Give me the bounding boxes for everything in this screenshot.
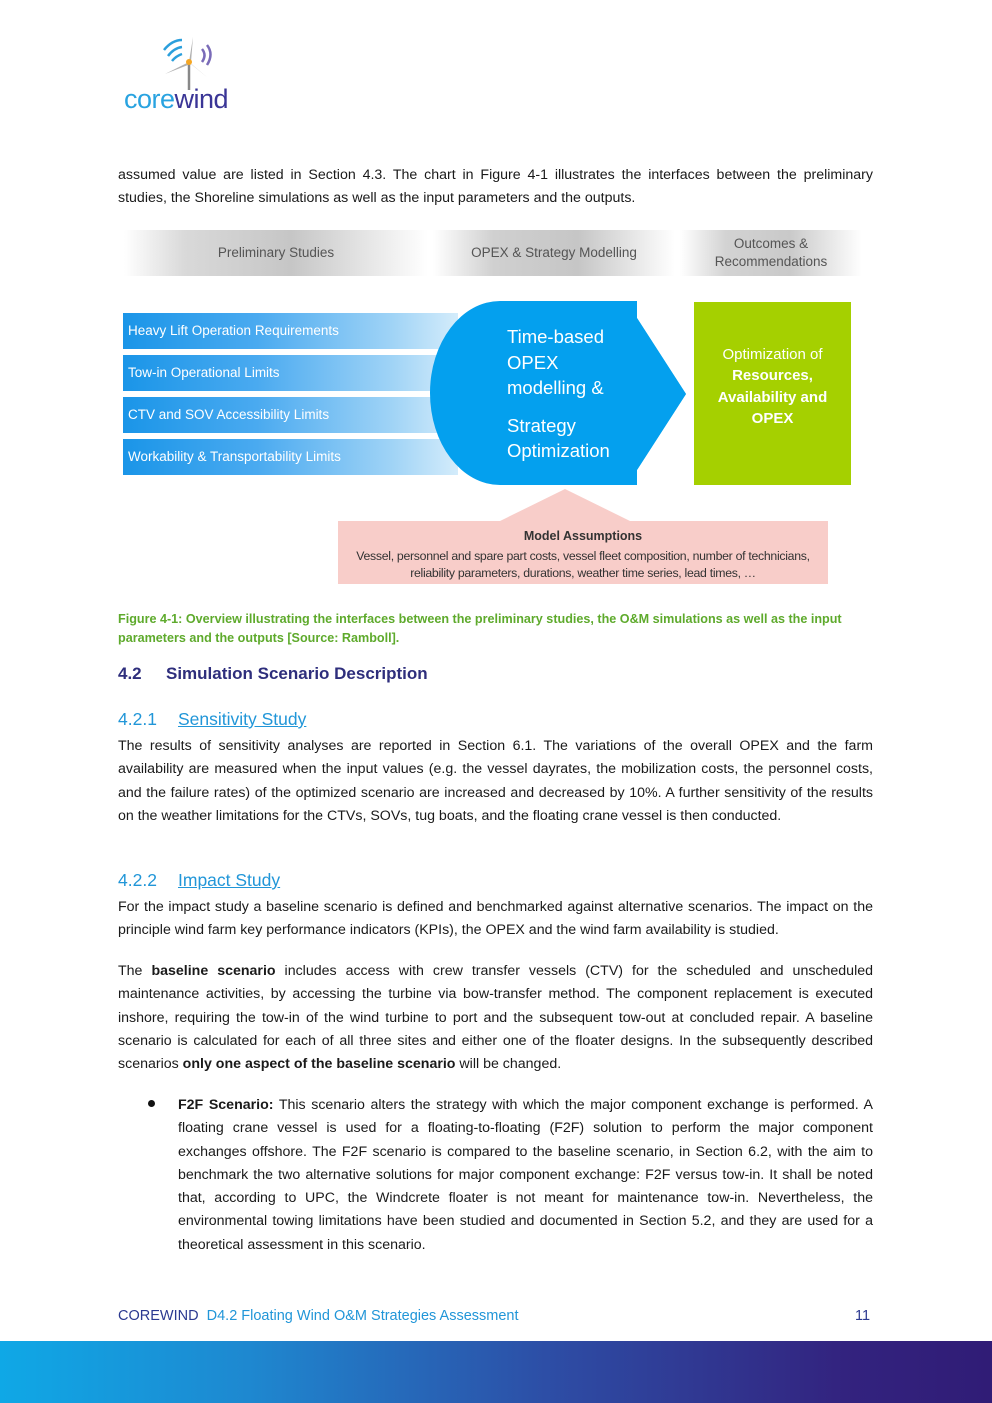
- model-assumptions-title: Model Assumptions: [523, 529, 643, 543]
- input-bar-ctv-sov: CTV and SOV Accessibility Limits: [123, 397, 458, 433]
- footer-document-title: COREWIND D4.2 Floating Wind O&M Strategi…: [118, 1308, 519, 1324]
- input-bar-tow-in: Tow-in Operational Limits: [123, 355, 458, 391]
- sensitivity-study-link[interactable]: Sensitivity Study: [178, 709, 307, 729]
- model-assumptions-body: Vessel, personnel and spare part costs, …: [356, 549, 810, 580]
- bullet-icon: [148, 1100, 155, 1107]
- figure-caption: Figure 4-1: Overview illustrating the in…: [118, 612, 842, 645]
- input-bar-workability: Workability & Transportability Limits: [123, 439, 458, 475]
- input-bar-heavy-lift: Heavy Lift Operation Requirements: [123, 313, 458, 349]
- sensitivity-paragraph: The results of sensitivity analyses are …: [118, 738, 873, 824]
- intro-paragraph: assumed value are listed in Section 4.3.…: [118, 167, 873, 207]
- outcome-box: Optimization of Resources, Availability …: [694, 302, 851, 485]
- opex-modelling-text: Time-based OPEX modelling & Strategy Opt…: [507, 326, 610, 461]
- up-arrow-icon: [500, 489, 630, 523]
- f2f-scenario-item: F2F Scenario: This scenario alters the s…: [178, 1097, 873, 1253]
- opex-modelling-shape: [430, 301, 686, 485]
- header-outcomes: Outcomes & Recommendations: [680, 230, 862, 276]
- impact-paragraph-2: The baseline scenario includes access wi…: [118, 963, 874, 1073]
- model-assumptions-box: Model Assumptions Vessel, personnel and …: [338, 521, 828, 584]
- header-opex-modelling: OPEX & Strategy Modelling: [433, 230, 675, 276]
- logo-text: corewind: [124, 84, 229, 114]
- header-preliminary-studies: Preliminary Studies: [124, 230, 428, 276]
- impact-paragraph-1: For the impact study a baseline scenario…: [118, 899, 873, 939]
- footer-band: [0, 1341, 992, 1403]
- wind-turbine-icon: [163, 37, 212, 90]
- impact-study-link[interactable]: Impact Study: [178, 870, 281, 890]
- page-number: 11: [855, 1308, 871, 1324]
